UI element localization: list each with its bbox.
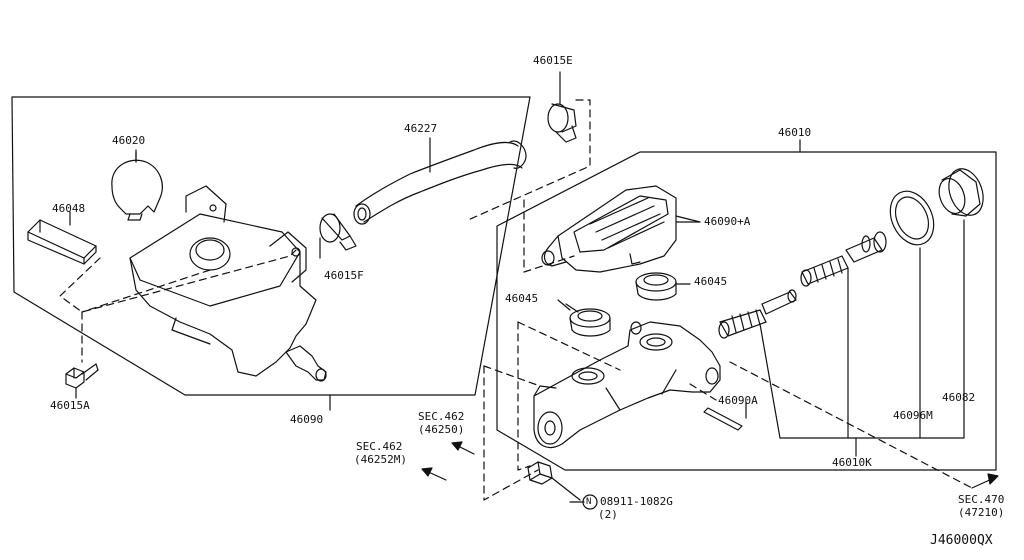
cylinder-group-frame (497, 152, 996, 470)
grommet-46045-right-icon (636, 273, 690, 300)
leader-46045-left (558, 300, 570, 310)
label-46048: 46048 (52, 202, 86, 215)
label-bolt-qty: (2) (598, 508, 618, 521)
hose-clamp-46015E-icon (548, 72, 576, 142)
piston-kit-46010K-icon (719, 232, 886, 338)
master-cylinder-body-icon (534, 322, 720, 448)
reservoir-cap-icon (112, 152, 162, 220)
nut-08911-icon (528, 462, 580, 500)
label-46082: 46082 (942, 391, 976, 404)
label-46090A-plus: 46090+A (704, 215, 751, 228)
label-46045-right: 46045 (694, 275, 728, 288)
circled-n-marker (583, 495, 597, 509)
label-46015A: 46015A (50, 399, 90, 412)
label-bolt-number: 08911-1082G (600, 495, 673, 508)
label-46227: 46227 (404, 122, 438, 135)
retainer-ring-46082-icon (935, 164, 990, 220)
label-46015F: 46015F (324, 269, 364, 282)
pin-46090A-icon (704, 402, 746, 430)
component-leader-bracket (760, 220, 964, 456)
reservoir-float-icon (28, 212, 96, 264)
reservoir-tank-icon (130, 186, 326, 381)
o-ring-46096M-icon (882, 184, 942, 252)
hose-clamp-46015F-icon (320, 214, 356, 258)
label-46090: 46090 (290, 413, 324, 426)
label-46010: 46010 (778, 126, 812, 139)
cylinder-reservoir-icon (542, 186, 700, 272)
label-sec462-b[interactable]: SEC.462 (356, 440, 403, 453)
cylinder-guide-lines (484, 322, 972, 500)
sec462-arrow-a (452, 442, 474, 454)
label-sec470[interactable]: SEC.470 (958, 493, 1005, 506)
clamp-guide-lines (468, 100, 590, 272)
drawing-code: J46000QX (930, 533, 993, 548)
sec462-arrow-b (422, 468, 446, 480)
label-sec470-ref[interactable]: (47210) (958, 506, 1005, 519)
label-46020: 46020 (112, 134, 146, 147)
reservoir-group-frame (12, 97, 530, 395)
label-46045-left: 46045 (505, 292, 539, 305)
label-46015E: 46015E (533, 54, 573, 67)
label-46010K: 46010K (832, 456, 872, 469)
bolt-prefix-n: N (586, 497, 592, 507)
bolt-46015A-icon (66, 364, 98, 388)
label-sec462-a[interactable]: SEC.462 (418, 410, 465, 423)
reservoir-guide-lines (60, 250, 296, 362)
sec470-arrow (972, 474, 998, 488)
label-sec462-a-ref[interactable]: (46250) (418, 423, 465, 436)
label-46096M: 46096M (893, 409, 933, 422)
reservoir-hose-icon (354, 138, 526, 224)
label-sec462-b-ref[interactable]: (46252M) (354, 453, 407, 466)
grommet-46045-left-icon (566, 304, 610, 336)
label-46090A: 46090A (718, 394, 758, 407)
